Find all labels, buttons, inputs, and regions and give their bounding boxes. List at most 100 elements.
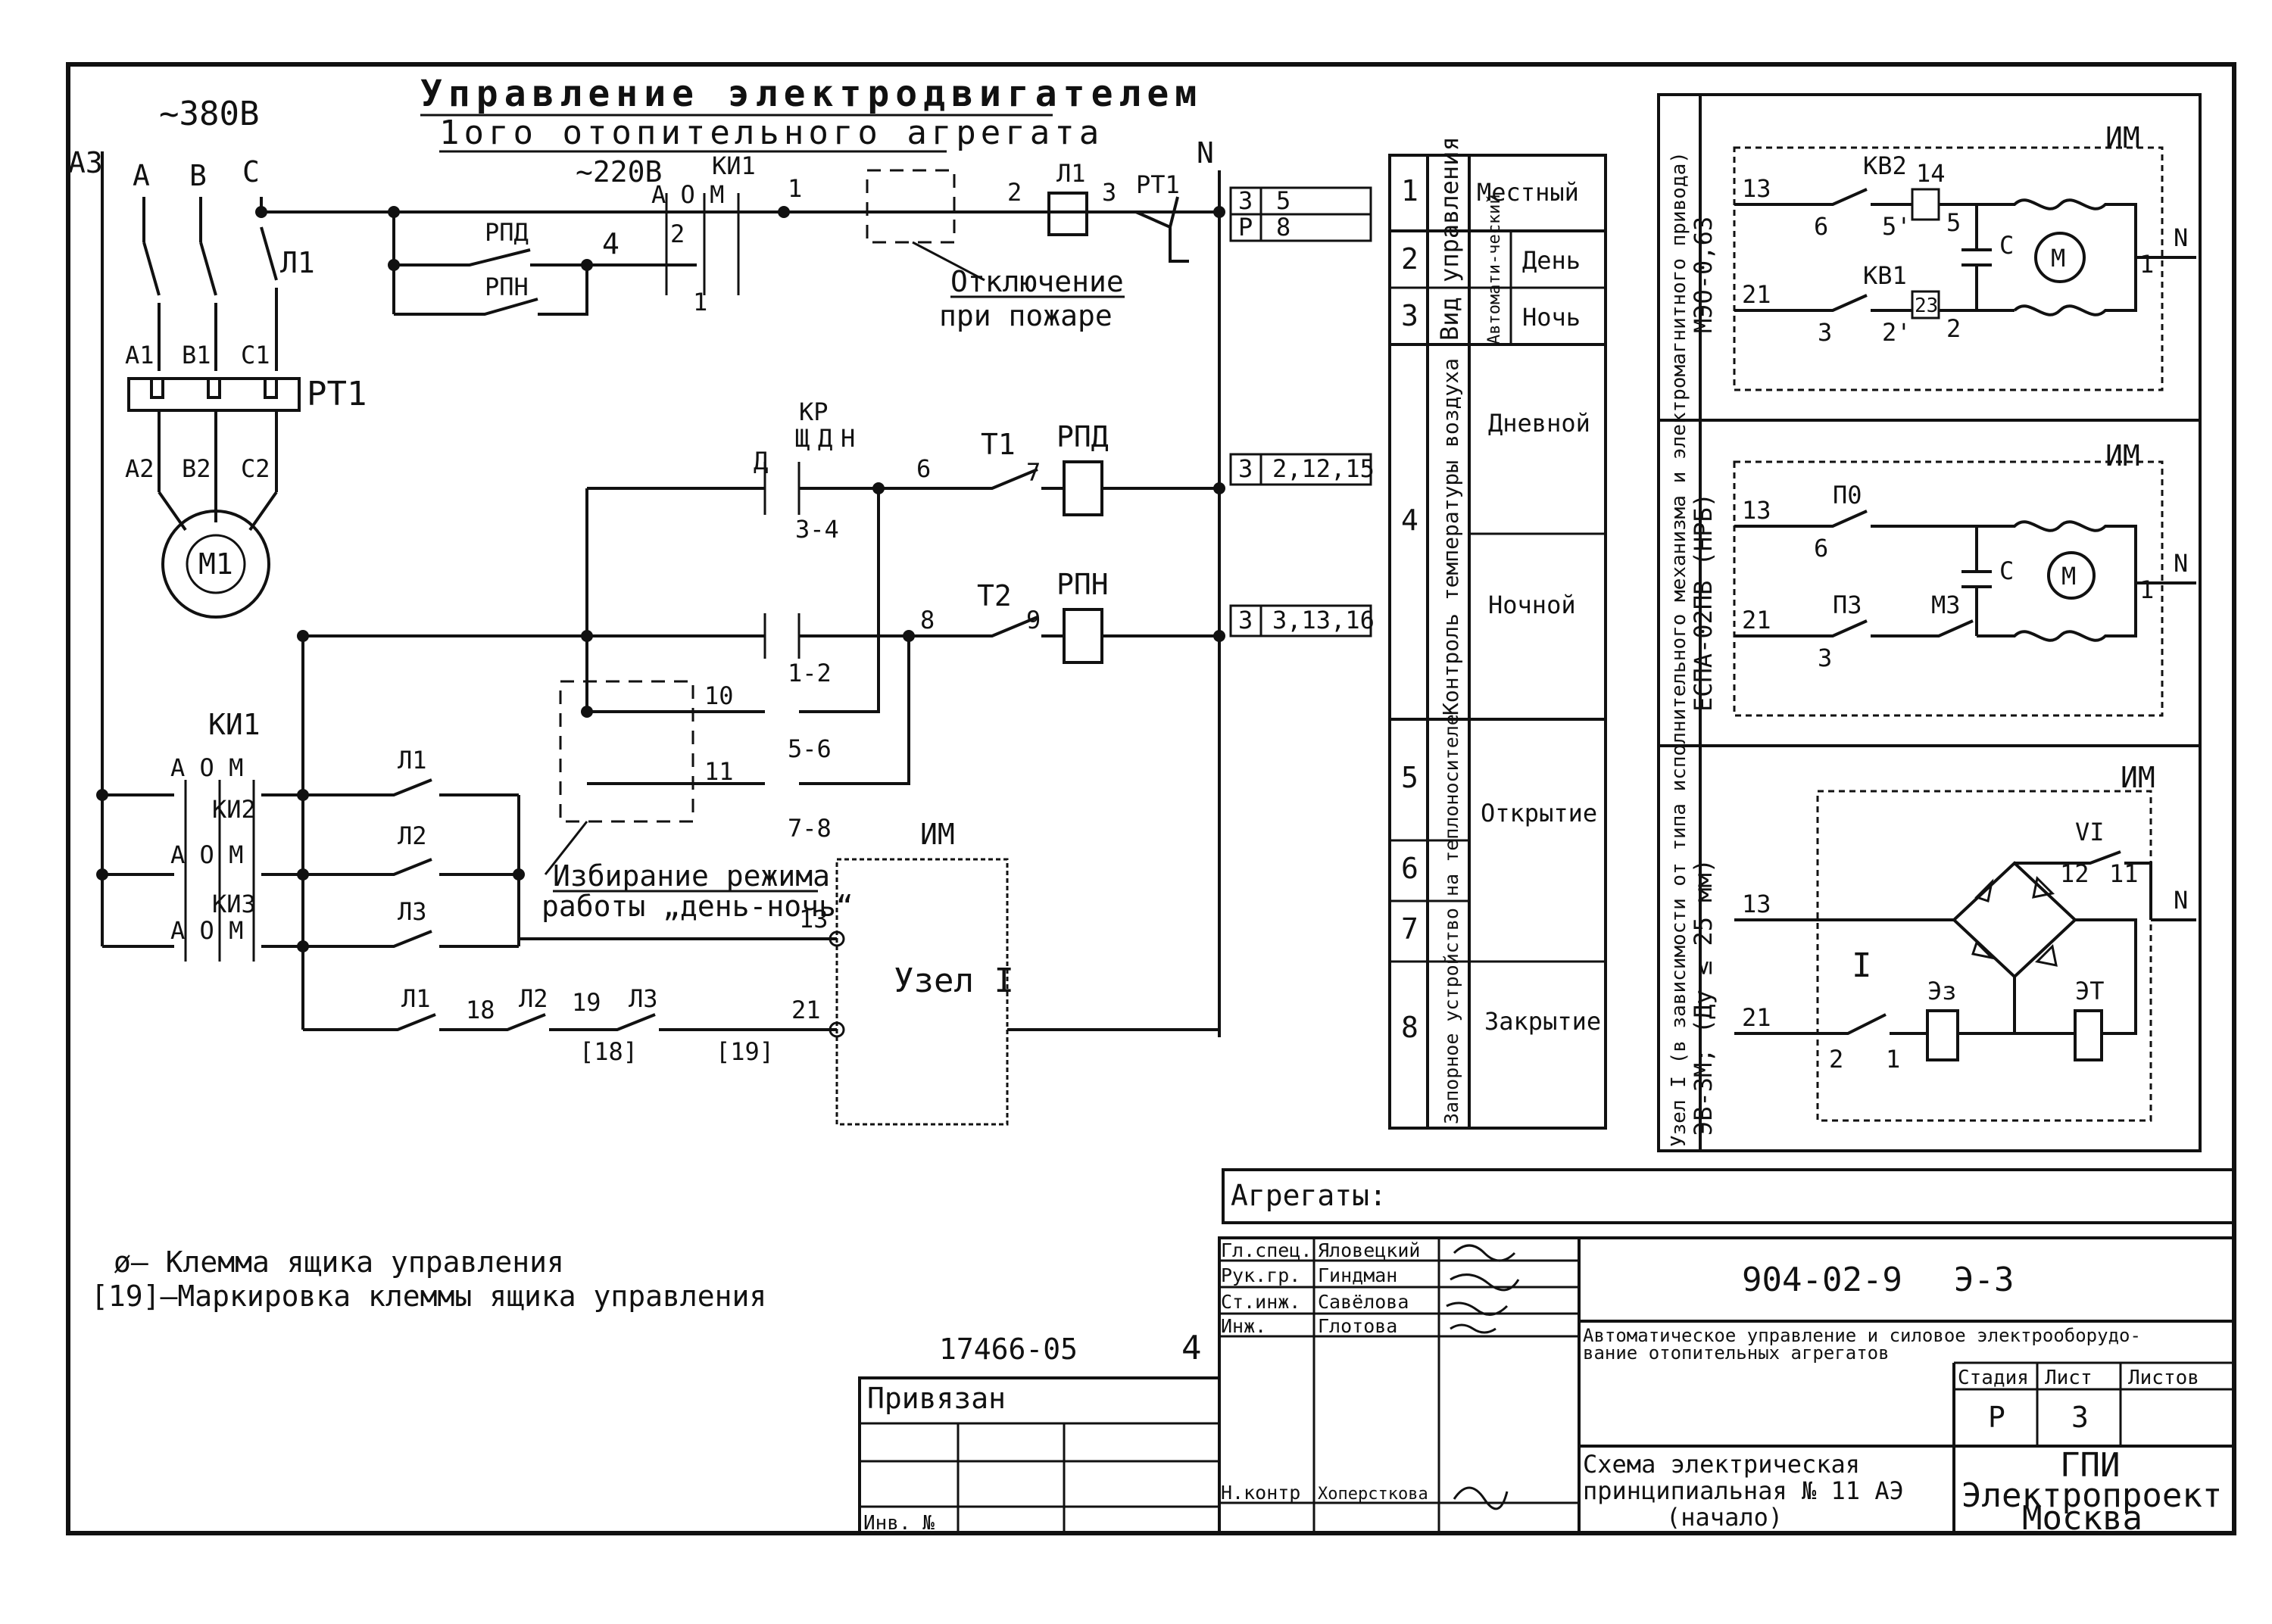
- l2-bottom-label: Л2: [519, 984, 548, 1013]
- ref4-a: 3: [1238, 606, 1253, 634]
- v2-motor: [2047, 551, 2096, 600]
- table-row-1-num: 1: [1401, 174, 1418, 207]
- table-group-temp: Контроль температуры воздуха: [1438, 358, 1463, 715]
- aom-1: А О М: [170, 753, 243, 782]
- marking-19: [19]: [716, 1037, 774, 1066]
- name-4: Глотова: [1318, 1315, 1397, 1337]
- stage-value: Р: [1988, 1401, 2005, 1434]
- ki1-lower-label: КИ1: [208, 708, 261, 741]
- signatures: [1446, 1244, 1520, 1510]
- unit-sub-3: ЭВ-3М; (Ду ≤ 25 мм): [1689, 859, 1718, 1136]
- ref3-b: 2,12,15: [1272, 454, 1375, 483]
- table-local: Местный: [1477, 178, 1579, 207]
- coil-rpn-label: РПН: [1056, 568, 1109, 601]
- d-upper-label: Д: [818, 424, 832, 453]
- tied-label: Привязан: [867, 1382, 1006, 1415]
- ref2-a: Р: [1238, 213, 1253, 242]
- unit-sub-2: ЕСПА-02ПВ (НРБ): [1689, 493, 1718, 712]
- v3-w13: 13: [1742, 890, 1771, 918]
- aom-top-label: А О М: [651, 180, 724, 209]
- wire-7: 7: [1026, 458, 1041, 487]
- v1-w1: 1: [2139, 250, 2154, 279]
- unit-sub-1: МЭО-0,63: [1689, 217, 1718, 333]
- unit-variants-panel: Узел I (в зависимости от типа исполнител…: [1657, 93, 2202, 1152]
- coil-l1: [1047, 192, 1088, 236]
- terminal-b2: В2: [182, 454, 211, 483]
- v2-w6: 6: [1814, 534, 1828, 563]
- thermal-relay-label: РТ1: [307, 375, 367, 413]
- table-row-8-num: 8: [1401, 1011, 1418, 1044]
- l2-contact-label: Л2: [398, 821, 427, 850]
- table-temp-night: Ночной: [1488, 591, 1576, 619]
- table-group-valve: Запорное устройство на теплоносителе: [1440, 714, 1462, 1124]
- ref3-a: 3: [1238, 454, 1253, 483]
- v1-w23: 23: [1915, 295, 1938, 317]
- table-row-4-num: 4: [1401, 503, 1418, 537]
- table-temp-day: Дневной: [1488, 409, 1590, 438]
- im-label: ИМ: [920, 818, 955, 851]
- c56-label: 5-6: [788, 734, 832, 763]
- stage-header: Стадия: [1958, 1367, 2029, 1389]
- terminal-a2: А2: [125, 454, 154, 483]
- aggregates-label: Агрегаты:: [1231, 1179, 1387, 1212]
- motor-m1: [161, 510, 270, 619]
- p0-label: П0: [1833, 481, 1862, 510]
- inv-label: Инв. №: [863, 1512, 935, 1535]
- v1-w5p: 5': [1882, 212, 1912, 241]
- table-day: День: [1522, 246, 1581, 275]
- mode-selector-box: [559, 680, 694, 823]
- l3-contact-label: Л3: [398, 897, 427, 926]
- wire-8: 8: [920, 606, 935, 634]
- rpd-contact-label: РПД: [485, 218, 529, 247]
- table-group-auto: Автомати-ческий: [1485, 194, 1504, 344]
- unit-i-label: Узел I: [894, 962, 1014, 1000]
- n-upper-label: Н: [841, 424, 855, 453]
- wire-3: 3: [1102, 178, 1116, 207]
- v2-w3: 3: [1818, 644, 1832, 672]
- schematic-subtitle: 1ого отопительного агрегата: [439, 114, 1103, 152]
- v3-i: I: [1852, 946, 1872, 985]
- bus-a3-label: А3: [68, 146, 103, 179]
- c34-label: 3-4: [795, 515, 839, 544]
- fire-note-line2: при пожаре: [939, 299, 1113, 332]
- mode-note-line1: Избирание режима: [553, 859, 830, 893]
- coil-rpd-label: РПД: [1056, 420, 1109, 454]
- v1-m: М: [2051, 244, 2065, 273]
- v2-w1: 1: [2139, 575, 2154, 604]
- aom-3: А О М: [170, 916, 243, 945]
- role-1: Гл.спец.: [1221, 1239, 1312, 1261]
- contactor-l1-label: Л1: [280, 246, 315, 279]
- rt1-contact-label: РТ1: [1136, 170, 1180, 199]
- coil-rpn: [1063, 608, 1103, 664]
- archive-number: 17466-05: [939, 1333, 1078, 1366]
- v2-im: ИМ: [2105, 439, 2140, 472]
- ref4-b: 3,13,16: [1272, 606, 1375, 634]
- table-row-2-num: 2: [1401, 242, 1418, 276]
- coil-rpd: [1063, 460, 1103, 516]
- kr-label: КР: [799, 397, 829, 426]
- scheme-line1: Схема электрическая: [1583, 1450, 1860, 1479]
- schematic-title: Управление электродвигателем: [420, 73, 1203, 115]
- table-row-5-num: 5: [1401, 761, 1418, 794]
- aom-2: А О М: [170, 840, 243, 869]
- role-4: Инж.: [1221, 1315, 1266, 1337]
- role-3: Ст.инж.: [1221, 1291, 1300, 1313]
- v1-w3: 3: [1818, 318, 1832, 347]
- v1-c: С: [1999, 231, 2014, 260]
- mode-note-line2: работы „день-ночь“: [541, 890, 854, 923]
- fire-note-line1: Отключение: [950, 265, 1124, 298]
- legend: ø– Клемма ящика управления [19]–Маркиров…: [91, 1245, 766, 1313]
- function-table: 1 2 3 4 5 6 7 8 Местный День Ночь Открыт…: [1388, 136, 1607, 1130]
- v2-w13: 13: [1742, 496, 1771, 525]
- m3-label: М3: [1931, 591, 1961, 619]
- ref2-b: 8: [1276, 213, 1290, 242]
- wire-11: 11: [704, 757, 734, 786]
- table-row-6-num: 6: [1401, 852, 1418, 885]
- sheet-code: Э-3: [1954, 1261, 2014, 1299]
- wire-2: 2: [1007, 178, 1022, 207]
- wire-10: 10: [704, 681, 734, 710]
- wire-19: 19: [572, 988, 601, 1017]
- wire-4: 4: [602, 227, 619, 260]
- v3-w1: 1: [1886, 1045, 1900, 1074]
- role-5: Н.контр: [1221, 1482, 1300, 1504]
